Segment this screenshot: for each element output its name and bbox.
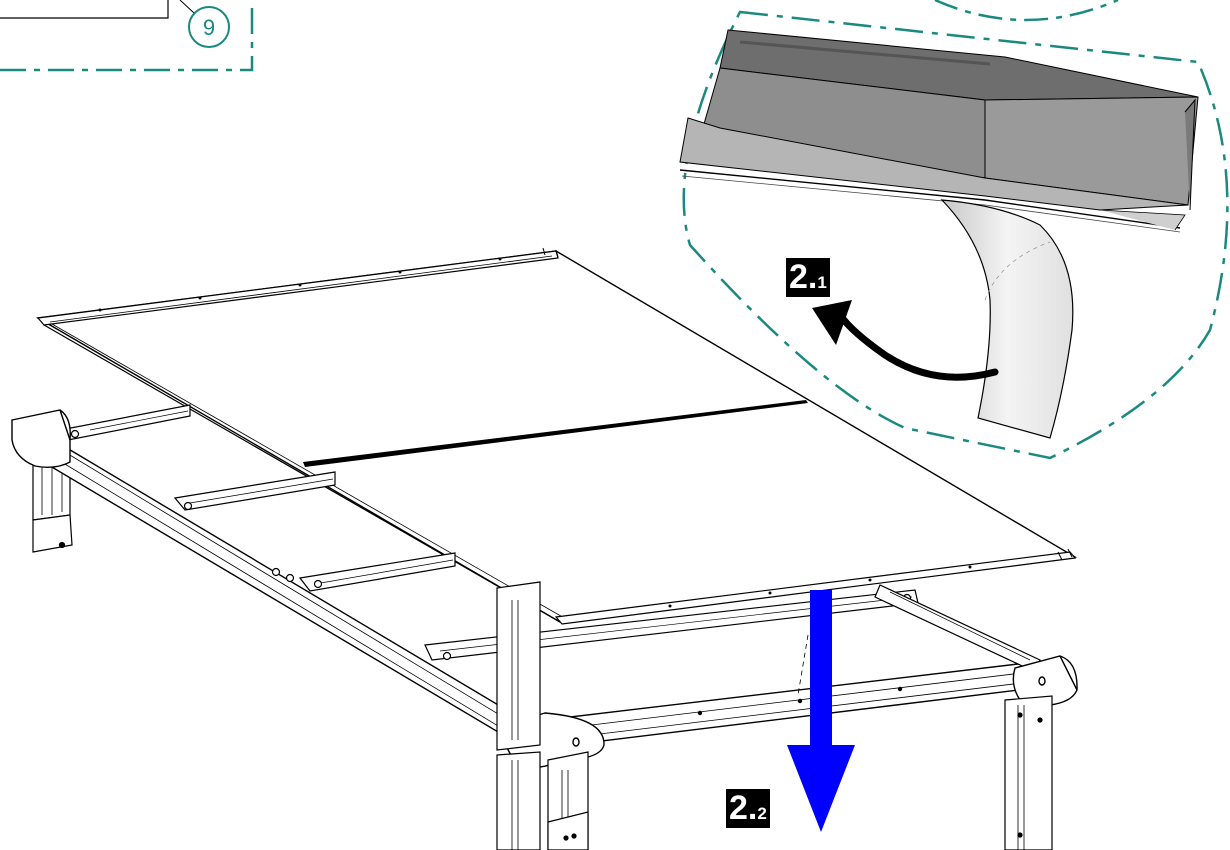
detail-part-outline <box>0 0 169 19</box>
step-badge-major: 2. <box>789 258 818 296</box>
callout-number: 9 <box>203 15 215 40</box>
leg-center <box>496 581 541 850</box>
detail-callout-9: 9 <box>0 0 254 72</box>
down-arrow-icon <box>787 590 855 832</box>
step-badge-minor: 1 <box>817 273 827 292</box>
peeled-backing-tape <box>940 199 1074 439</box>
panel-front-rail <box>554 551 1077 625</box>
frame-right-rail <box>544 661 1036 749</box>
corner-cap-back-left <box>11 409 71 469</box>
frame-cross-members <box>48 404 919 661</box>
detail-circle-arc <box>934 0 1119 22</box>
curved-arrow-icon <box>836 311 999 381</box>
top-panel <box>35 247 1078 625</box>
step-badge-2-2: 2.2 <box>726 789 770 828</box>
panel-left-edge <box>43 324 561 623</box>
push-guide-line <box>797 634 809 696</box>
profile-bottom-lip <box>679 117 1189 211</box>
corner-cap-front-right <box>1012 655 1078 706</box>
cross-member-2 <box>173 471 336 511</box>
leader-line <box>179 0 195 14</box>
leg-front-left <box>547 751 589 850</box>
leg-front-right <box>1004 695 1053 850</box>
step-badge-major: 2. <box>729 789 758 827</box>
panel-joint-line <box>303 400 808 467</box>
step-badge-2-1: 2.1 <box>786 258 830 297</box>
step-badge-minor: 2 <box>757 804 767 823</box>
detail-balloon-tape <box>679 10 1229 460</box>
detail-frame-dashed <box>0 0 254 72</box>
cross-member-1 <box>48 404 191 443</box>
callout-circle <box>188 6 230 48</box>
cross-member-3 <box>298 552 456 592</box>
frame-back-rail <box>874 584 1041 673</box>
